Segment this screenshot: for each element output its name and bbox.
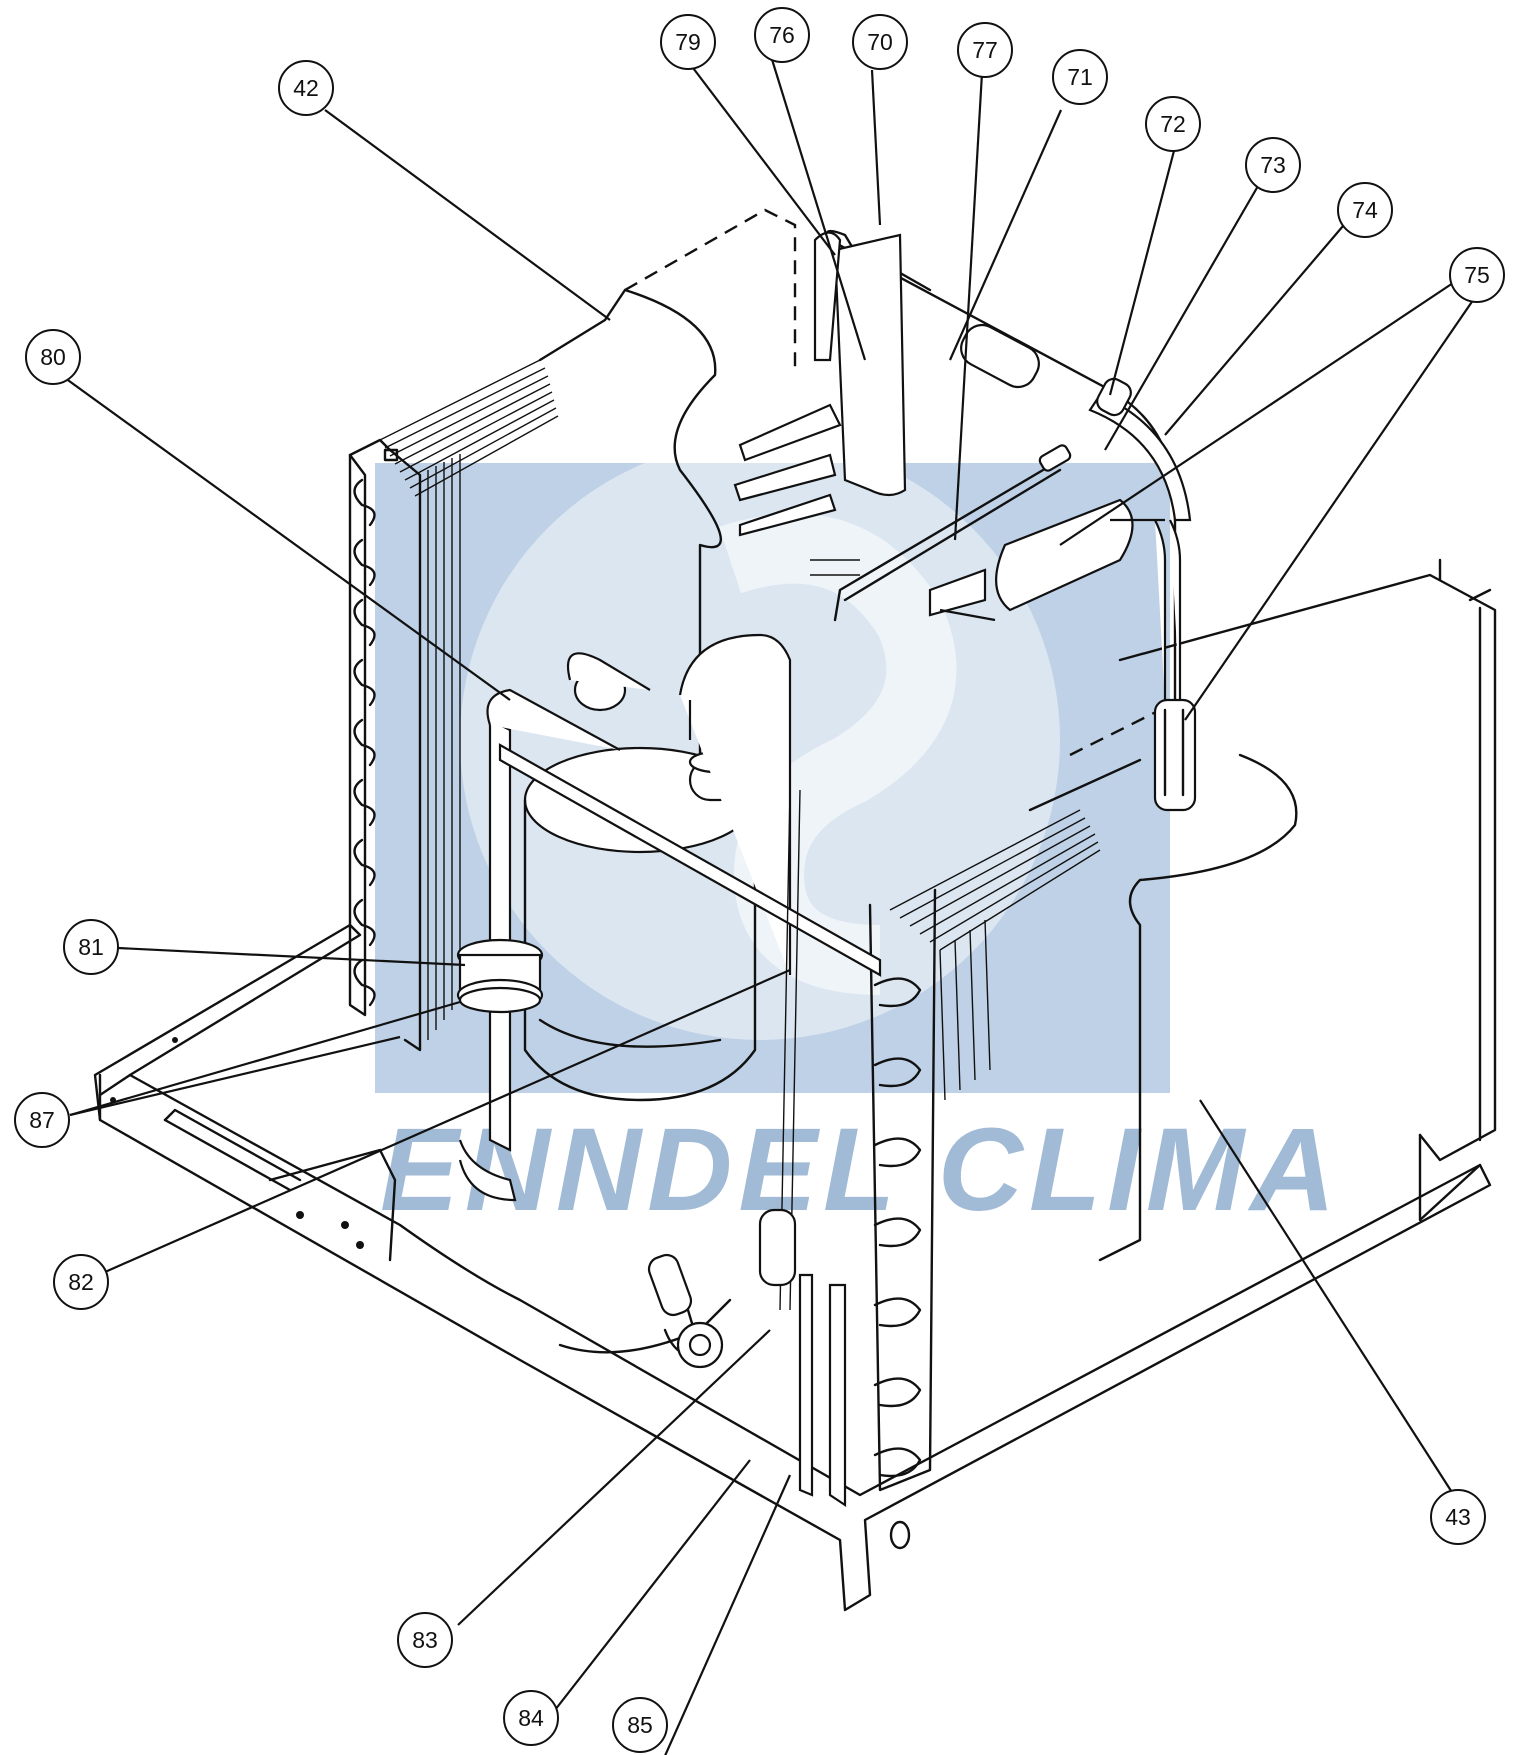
callout-42: 42	[278, 60, 334, 116]
left-condenser-coil	[348, 359, 559, 1052]
callout-77: 77	[957, 22, 1013, 78]
callout-75: 75	[1449, 247, 1505, 303]
callout-87: 87	[14, 1092, 70, 1148]
callout-70: 70	[852, 14, 908, 70]
callout-71: 71	[1052, 49, 1108, 105]
callout-85: 85	[612, 1697, 668, 1753]
svg-text:73: 73	[1260, 152, 1286, 178]
callout-81: 81	[63, 919, 119, 975]
svg-text:76: 76	[769, 22, 795, 48]
callout-76: 76	[754, 7, 810, 63]
svg-text:43: 43	[1445, 1504, 1471, 1530]
svg-text:42: 42	[293, 75, 319, 101]
svg-text:75: 75	[1464, 262, 1490, 288]
callout-83: 83	[397, 1612, 453, 1668]
callout-73: 73	[1245, 137, 1301, 193]
svg-text:85: 85	[627, 1712, 653, 1738]
watermark-text: ENNDEL CLIMA	[380, 1104, 1341, 1236]
svg-text:81: 81	[78, 934, 104, 960]
svg-text:79: 79	[675, 29, 701, 55]
svg-text:84: 84	[518, 1705, 544, 1731]
leader-lines	[64, 52, 1481, 1755]
right-condenser-coil	[868, 809, 1101, 1492]
callout-43: 43	[1430, 1489, 1486, 1545]
callout-72: 72	[1145, 96, 1201, 152]
svg-text:80: 80	[40, 344, 66, 370]
callout-82: 82	[53, 1254, 109, 1310]
svg-text:87: 87	[29, 1107, 55, 1133]
svg-text:72: 72	[1160, 111, 1186, 137]
callout-84: 84	[503, 1690, 559, 1746]
svg-text:70: 70	[867, 29, 893, 55]
svg-text:83: 83	[412, 1627, 438, 1653]
callout-74: 74	[1337, 182, 1393, 238]
callout-79: 79	[660, 14, 716, 70]
base-pan	[93, 923, 1492, 1612]
svg-text:77: 77	[972, 37, 998, 63]
svg-text:82: 82	[68, 1269, 94, 1295]
refrigerant-piping	[456, 231, 1197, 1508]
right-side-panel	[1028, 558, 1497, 1262]
callout-80: 80	[25, 329, 81, 385]
callouts: 42 79 76 70 77 71 72 73 74 75 80 81 87 8…	[14, 7, 1505, 1753]
svg-text:74: 74	[1352, 197, 1378, 223]
svg-text:71: 71	[1067, 64, 1093, 90]
